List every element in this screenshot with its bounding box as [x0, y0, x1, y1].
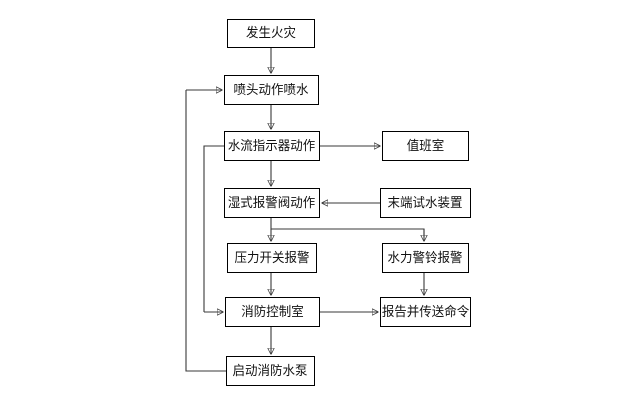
node-pressure-switch-alarm-label: 压力开关报警: [234, 250, 310, 266]
node-report-and-transmit-command[interactable]: 报告并传送命令: [380, 297, 471, 327]
node-pressure-switch-alarm[interactable]: 压力开关报警: [227, 243, 317, 273]
connector-pump-to-sprinkler-feedback: [185, 90, 226, 372]
connector-flowind-to-controlroom-feedback: [203, 145, 224, 312]
connector-wetvalve-branch-bus: [270, 218, 425, 237]
node-end-test-water-device-label: 末端试水装置: [388, 195, 463, 211]
node-fire-occurs-label: 发生火灾: [246, 26, 296, 41]
node-duty-room-label: 值班室: [406, 138, 445, 154]
node-water-bell-alarm-label: 水力警铃报警: [388, 250, 463, 266]
node-end-test-water-device[interactable]: 末端试水装置: [380, 188, 471, 218]
node-water-flow-indicator-label: 水流指示器动作: [228, 138, 316, 154]
node-start-fire-pump-label: 启动消防水泵: [233, 363, 308, 379]
node-water-bell-alarm[interactable]: 水力警铃报警: [382, 243, 469, 273]
node-fire-control-room-label: 消防控制室: [241, 304, 304, 320]
node-start-fire-pump[interactable]: 启动消防水泵: [226, 356, 315, 386]
node-duty-room[interactable]: 值班室: [382, 131, 469, 161]
node-water-flow-indicator[interactable]: 水流指示器动作: [224, 131, 320, 161]
node-wet-alarm-valve[interactable]: 湿式报警阀动作: [224, 188, 320, 218]
node-sprinkler-activates-label: 喷头动作喷水: [234, 82, 309, 98]
node-sprinkler-activates[interactable]: 喷头动作喷水: [224, 75, 319, 105]
node-fire-occurs[interactable]: 发生火灾: [227, 19, 315, 48]
node-fire-control-room[interactable]: 消防控制室: [225, 297, 320, 327]
node-wet-alarm-valve-label: 湿式报警阀动作: [228, 195, 316, 211]
node-report-and-transmit-command-label: 报告并传送命令: [381, 304, 470, 320]
